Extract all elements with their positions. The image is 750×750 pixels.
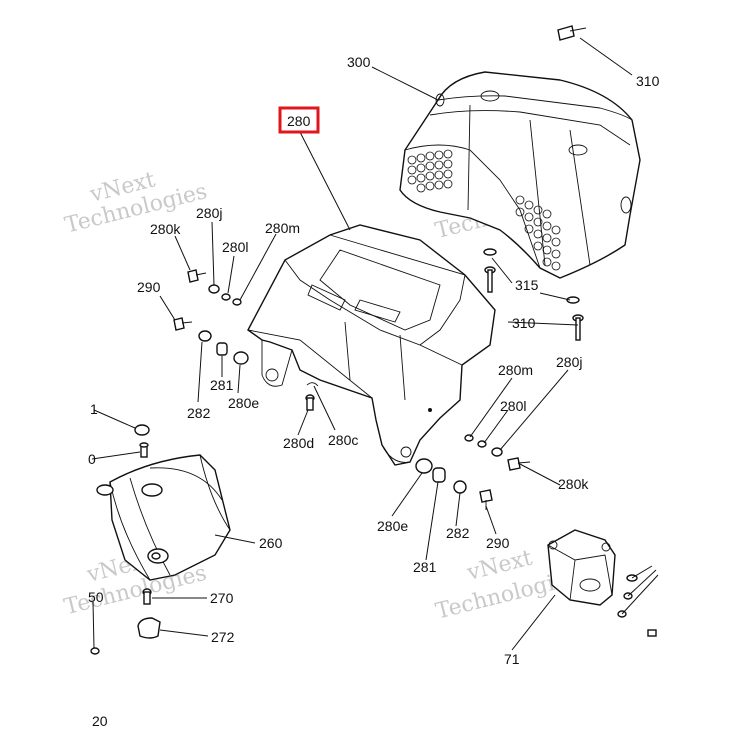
washer-280j-right	[491, 447, 503, 457]
nut-280m-left	[232, 298, 242, 306]
washer-315-right	[566, 296, 580, 304]
label-71: 71	[504, 651, 520, 667]
label-300: 300	[347, 54, 371, 70]
washer-280j-left	[208, 284, 220, 294]
label-left-0: 0	[88, 451, 96, 467]
label-310-mid: 310	[512, 315, 536, 331]
washer-280l-left	[221, 293, 231, 301]
washer-282-right	[453, 480, 467, 494]
label-280j-right: 280j	[556, 354, 582, 370]
part-260-heat-shield	[96, 454, 231, 581]
label-280[interactable]: 280	[287, 113, 311, 129]
hardware-71-washers	[617, 574, 657, 637]
bolt-310-right	[572, 314, 584, 341]
label-left-1: 1	[90, 401, 98, 417]
label-281-right: 281	[413, 559, 437, 575]
label-282-right: 282	[446, 525, 470, 541]
spacer-281-left	[216, 342, 228, 356]
label-282-left: 282	[187, 405, 211, 421]
pin-270	[142, 588, 152, 605]
part-71-bracket	[547, 529, 616, 606]
leader-lines	[91, 37, 659, 651]
part-280-deflector	[247, 224, 496, 466]
hardware	[90, 25, 657, 655]
pin-280d	[305, 394, 315, 411]
washer-315	[483, 248, 497, 256]
label-280e-left: 280e	[228, 395, 259, 411]
label-280j-left: 280j	[196, 205, 222, 221]
label-270: 270	[210, 590, 234, 606]
label-280k-left: 280k	[150, 221, 181, 237]
bolt-290-right	[479, 489, 493, 510]
label-281-left: 281	[210, 377, 234, 393]
label-280d: 280d	[283, 435, 314, 451]
label-290-right: 290	[486, 535, 510, 551]
nut-left-50	[90, 647, 100, 655]
label-280l-right: 280l	[500, 398, 526, 414]
cap-272	[137, 617, 161, 639]
label-260: 260	[259, 535, 283, 551]
label-272: 272	[211, 629, 235, 645]
bolt-310-left	[484, 266, 496, 293]
washer-left-1	[134, 424, 150, 436]
label-310-top: 310	[636, 73, 660, 89]
bolt-280k-right	[507, 457, 531, 471]
grommet-280e-left	[233, 351, 249, 365]
bolt-280k-left	[187, 269, 207, 283]
bolt-310-top	[557, 25, 587, 41]
label-left-50: 50	[88, 589, 104, 605]
label-left-20: 20	[92, 713, 108, 729]
label-290-left: 290	[137, 279, 161, 295]
label-280m-left: 280m	[265, 220, 300, 236]
vent-grille-left	[407, 149, 453, 193]
label-280k-right: 280k	[558, 476, 589, 492]
label-280e-right: 280e	[377, 518, 408, 534]
clip-280c	[306, 382, 319, 387]
vent-grille-right	[515, 195, 561, 271]
label-280c: 280c	[328, 432, 358, 448]
callout-labels: 300 310 280 280j 280k 280l 280m 290 281 …	[88, 54, 660, 729]
label-280m-right: 280m	[498, 362, 533, 378]
nut-280m-right	[464, 434, 474, 442]
watermark-bottom-left: vNext Technologies	[62, 547, 209, 620]
part-300-upper-cover	[399, 71, 641, 279]
washer-282-left	[198, 330, 212, 342]
spacer-281-right	[432, 467, 446, 483]
label-280l-left: 280l	[222, 239, 248, 255]
label-315: 315	[515, 277, 539, 293]
watermark-top-left: vNext Technologies	[62, 167, 209, 238]
bolt-290-left	[173, 317, 193, 331]
highlight-box-280	[278, 106, 320, 134]
bolt-left-0	[139, 442, 149, 458]
grommet-280e-right	[415, 458, 433, 474]
